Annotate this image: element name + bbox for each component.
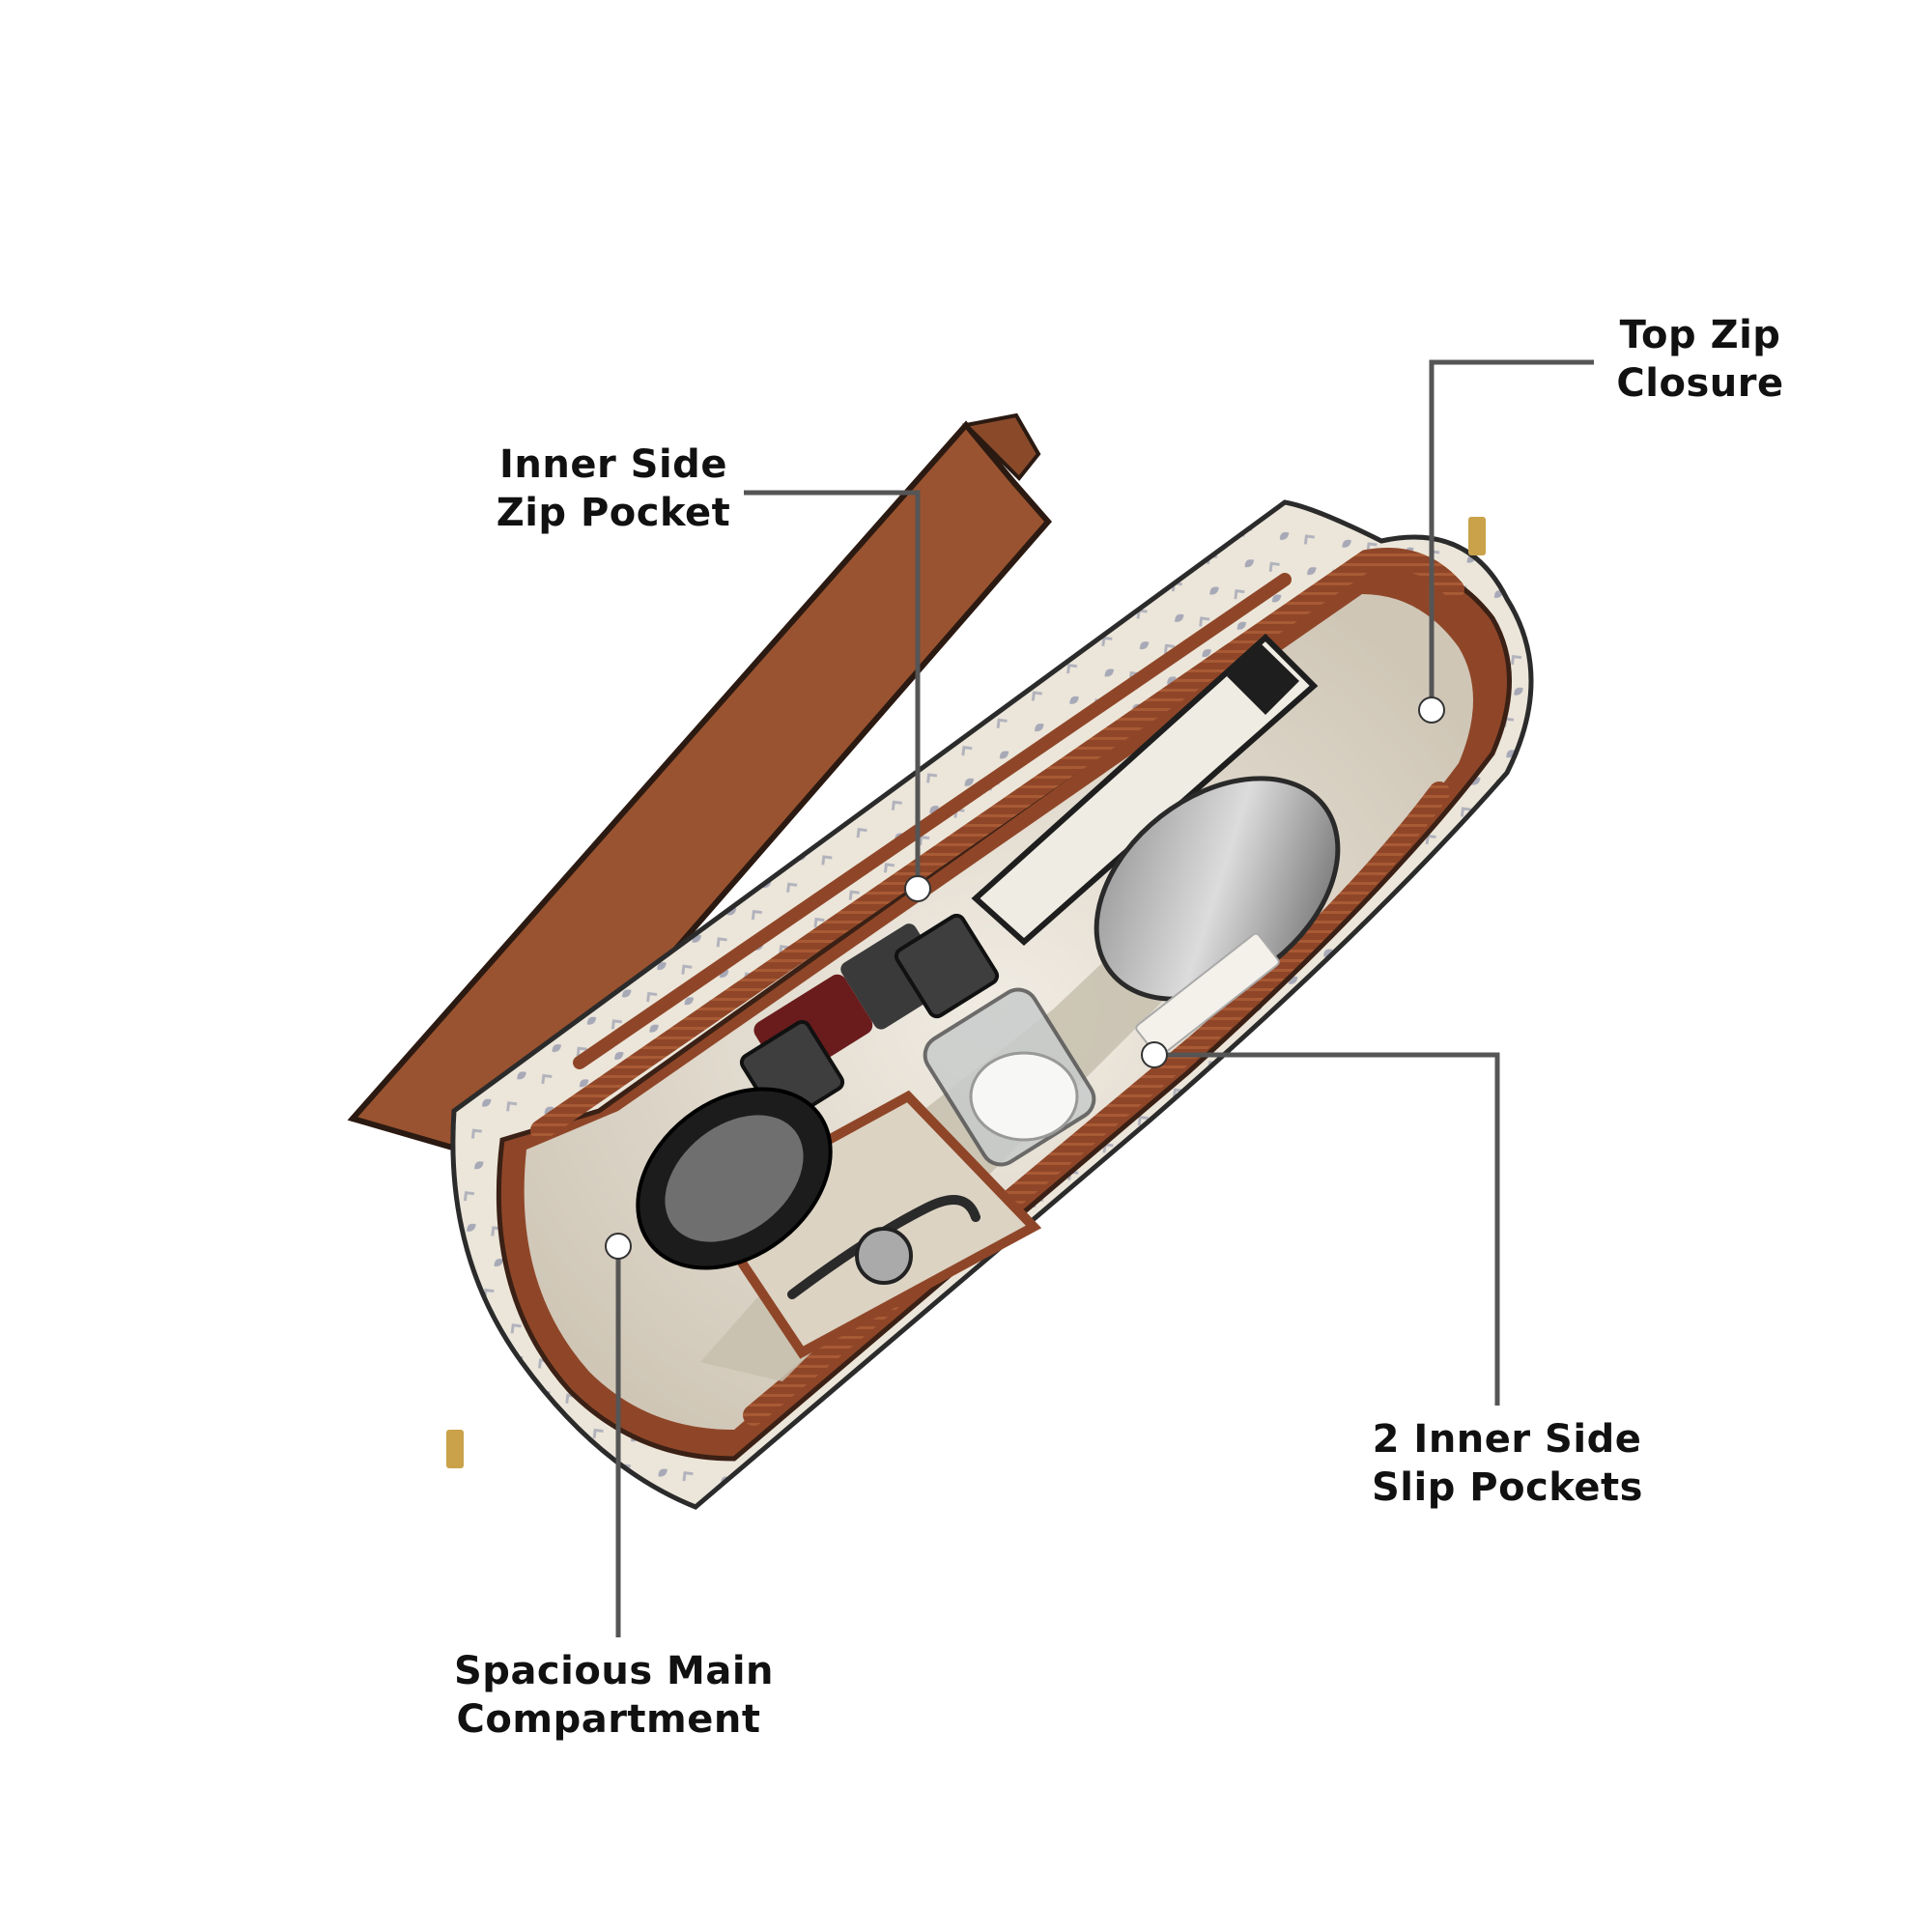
perfume-cap [894,913,1000,1019]
callout-main-line2: Compartment [456,1697,761,1742]
handbag [347,412,1534,1510]
callout-line-slip [1154,1052,1500,1406]
callout-inner-zip-line2: Zip Pocket [496,491,731,535]
callout-line-top-zip [1429,359,1594,710]
callout-lines [615,359,1594,1637]
callout-main-line1: Spacious Main [454,1649,775,1693]
callout-dot-main [605,1233,632,1260]
bag-flap-tip [961,412,1041,481]
sunglasses [787,1195,980,1299]
notebook [971,633,1319,947]
callout-dot-slip [1141,1041,1168,1068]
divider-zipper [743,781,1450,1426]
callout-dots [605,696,1445,1260]
callout-line-inner-zip [744,490,921,889]
top-zipper [530,548,1464,1141]
callout-top-zip-line2: Closure [1616,361,1784,406]
callout-dot-top-zip [1418,696,1445,724]
callout-label-inner-side-slip-pockets: 2 Inner Side Slip Pockets [1372,1415,1642,1512]
callout-label-inner-side-zip-pocket: Inner Side Zip Pocket [488,440,739,537]
compact-mirror-face [665,1115,804,1242]
notebook-band [1227,643,1299,715]
inner-zip-divider [573,573,1292,1069]
callout-label-top-zip-closure: Top Zip Closure [1604,311,1797,408]
callout-inner-zip-line1: Inner Side [499,442,727,487]
callout-top-zip-line1: Top Zip [1619,313,1781,357]
callout-label-spacious-main-compartment: Spacious Main Compartment [454,1647,775,1744]
gold-hardware-top [1468,517,1486,555]
callout-slip-line1: 2 Inner Side [1372,1417,1642,1462]
white-cap [969,1051,1079,1142]
slip-pocket-card [1135,932,1280,1058]
gold-hardware-bottom [446,1430,464,1468]
small-pouch [697,1090,1042,1359]
callout-slip-line2: Slip Pockets [1372,1465,1643,1510]
callout-dot-inner-zip [904,875,931,902]
sunglasses-hinge [855,1227,913,1285]
